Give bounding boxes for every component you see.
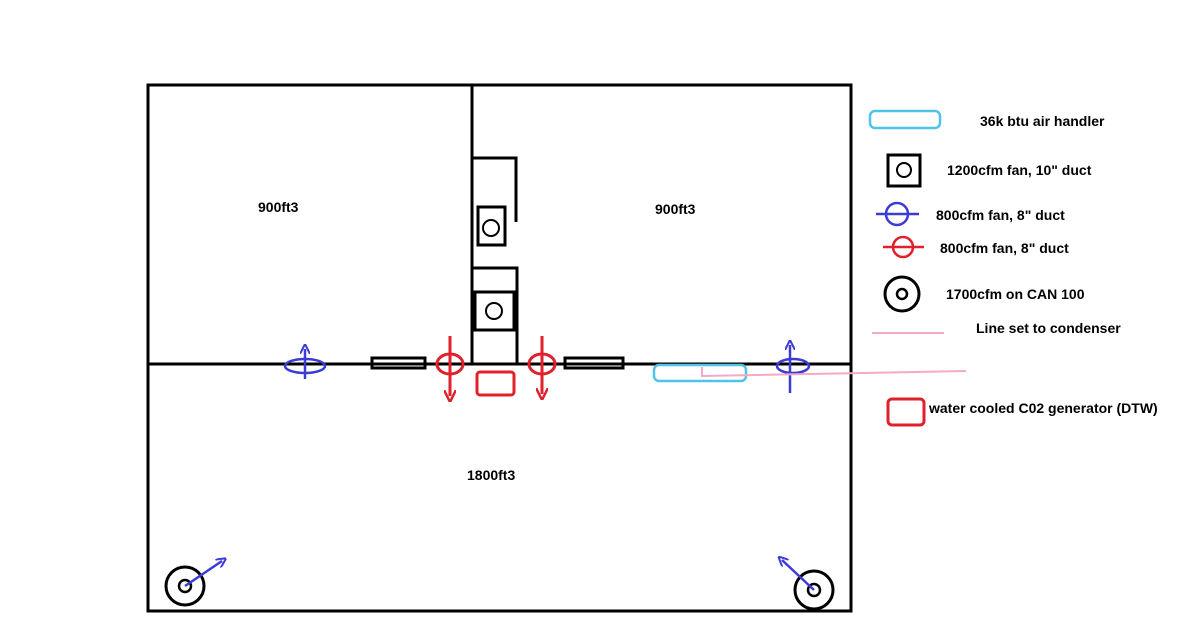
legend-fan-800-blue: 800cfm fan, 8" duct xyxy=(876,201,1065,227)
legend-can-filter: 1700cfm on CAN 100 xyxy=(883,275,1085,313)
legend-fan-800-red: 800cfm fan, 8" duct xyxy=(883,235,1069,259)
blue-fan-left xyxy=(283,349,327,379)
room-bottom-label: 1800ft3 xyxy=(467,467,515,483)
red-fan-icon xyxy=(883,235,924,259)
room-top-left-label: 900ft3 xyxy=(258,199,299,215)
closet-upper xyxy=(472,156,518,222)
legend-air-handler-label: 36k btu air handler xyxy=(980,113,1105,129)
room-top-right-label: 900ft3 xyxy=(655,201,696,217)
blue-fan-right xyxy=(775,345,811,393)
duct-right xyxy=(563,356,625,370)
legend-co2-generator-label: water cooled C02 generator (DTW) xyxy=(928,400,1158,416)
legend-line-set: Line set to condenser xyxy=(872,320,1121,336)
line-set xyxy=(701,367,967,378)
walls xyxy=(146,83,853,613)
co2-generator xyxy=(475,370,516,397)
co2-generator-icon xyxy=(886,397,926,427)
air-handler xyxy=(652,363,748,383)
legend-fan-1200-label: 1200cfm fan, 10" duct xyxy=(947,162,1092,178)
square-fan-icon xyxy=(886,153,922,188)
air-handler-icon xyxy=(868,109,942,130)
legend-co2-generator: water cooled C02 generator (DTW) xyxy=(886,397,1158,427)
legend-line-set-label: Line set to condenser xyxy=(976,320,1121,336)
duct-left xyxy=(370,356,427,370)
closet-lower xyxy=(472,266,519,364)
legend-fan-800-blue-label: 800cfm fan, 8" duct xyxy=(936,207,1065,223)
can-filter-right xyxy=(782,560,835,611)
square-fan-lower xyxy=(473,290,516,332)
can-filter-icon xyxy=(883,275,921,313)
red-fan-left xyxy=(435,336,465,396)
legend-fan-800-red-label: 800cfm fan, 8" duct xyxy=(940,240,1069,256)
legend-can-filter-label: 1700cfm on CAN 100 xyxy=(946,286,1085,302)
can-filter-left xyxy=(164,561,222,607)
red-fan-right xyxy=(527,336,557,394)
square-fan-upper xyxy=(476,205,507,247)
outer-wall xyxy=(146,83,853,613)
legend: 36k btu air handler 1200cfm fan, 10" duc… xyxy=(868,109,1158,427)
legend-fan-1200: 1200cfm fan, 10" duct xyxy=(886,153,1092,188)
legend-air-handler: 36k btu air handler xyxy=(868,109,1105,130)
blue-fan-icon xyxy=(876,201,919,227)
